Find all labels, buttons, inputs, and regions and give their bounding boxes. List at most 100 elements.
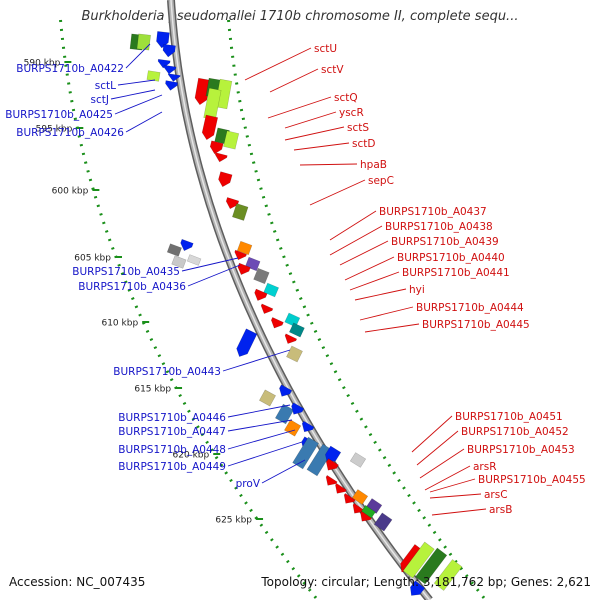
gene-label: BURPS1710b_A0426	[16, 127, 124, 139]
leader-line	[429, 493, 482, 499]
gene-arrow	[225, 197, 240, 210]
gene-feature	[163, 64, 177, 75]
gene-label: BURPS1710b_A0435	[72, 266, 180, 278]
gene-arrow	[209, 140, 224, 155]
tick-label: 625 kbp	[215, 516, 252, 526]
gene-feature	[236, 240, 253, 256]
tick-label: 590 kbp	[24, 59, 61, 69]
gene-arrow	[180, 238, 194, 252]
gene-label: hyi	[409, 284, 425, 296]
gene-label: sctL	[95, 80, 116, 92]
gene-block	[284, 312, 301, 328]
gene-feature	[289, 322, 305, 338]
gene-feature	[194, 77, 211, 106]
gene-block	[166, 243, 182, 257]
tick-label: 600 kbp	[52, 187, 89, 197]
gene-block	[171, 255, 187, 269]
leader-line	[227, 441, 303, 467]
leader-line	[261, 459, 306, 484]
leader-line	[329, 210, 377, 241]
gene-feature	[186, 254, 202, 266]
gene-arrow	[218, 171, 233, 188]
gene-feature	[306, 443, 334, 477]
gene-arrow	[165, 80, 179, 91]
gene-block	[415, 547, 448, 585]
gene-feature	[326, 458, 339, 471]
gene-label: proV	[236, 478, 261, 490]
topology-stats-text: Topology: circular; Length: 3,181,762 bp…	[261, 575, 591, 589]
leader-line	[411, 415, 453, 453]
gene-arrow	[301, 420, 315, 433]
tick-label: 605 kbp	[74, 254, 111, 264]
tick-label: 610 kbp	[101, 319, 138, 329]
gene-arrow	[157, 58, 171, 69]
gene-feature	[253, 267, 270, 285]
gene-block	[286, 345, 303, 363]
gene-feature	[402, 541, 435, 579]
gene-arrow	[326, 458, 339, 471]
gene-feature	[157, 58, 171, 69]
leader-line	[349, 271, 400, 291]
gene-feature	[234, 249, 247, 261]
gene-feature	[259, 389, 276, 407]
gene-feature	[343, 492, 356, 504]
gene-label: BURPS1710b_A0441	[402, 267, 510, 279]
gene-block	[306, 443, 334, 477]
gene-arrow	[325, 475, 338, 486]
gene-arrow	[236, 328, 258, 357]
gene-arrow	[194, 77, 211, 106]
gene-block	[349, 452, 367, 468]
leader-line	[364, 323, 420, 333]
gene-feature	[274, 403, 295, 425]
gene-block	[289, 322, 305, 338]
gene-feature	[292, 436, 319, 470]
gene-label: sctS	[347, 122, 369, 134]
gene-feature	[291, 402, 305, 415]
leader-line	[117, 79, 156, 86]
leader-line	[284, 111, 337, 129]
leader-line	[181, 257, 239, 272]
gene-label: BURPS1710b_A0443	[113, 366, 221, 378]
gene-arrow	[168, 73, 181, 82]
gene-block	[186, 254, 202, 266]
gene-label: sctD	[352, 138, 375, 150]
leader-line	[125, 111, 163, 133]
gene-label: BURPS1710b_A0448	[118, 444, 226, 456]
gene-arrow	[162, 44, 176, 58]
gene-feature	[232, 203, 249, 221]
gene-arrow	[234, 249, 247, 261]
gene-block	[373, 512, 393, 532]
gene-label: BURPS1710b_A0451	[455, 411, 563, 423]
gene-label: sepC	[368, 175, 394, 187]
gene-arrow	[335, 483, 347, 494]
gene-label: BURPS1710b_A0440	[397, 252, 505, 264]
gene-block	[232, 203, 249, 221]
leader-line	[222, 349, 291, 372]
gene-feature	[171, 255, 187, 269]
leader-line	[284, 126, 345, 141]
gene-feature	[218, 171, 233, 188]
gene-block	[433, 559, 463, 591]
leader-line	[419, 448, 465, 479]
gene-arrow	[360, 510, 372, 522]
gene-arrow	[410, 580, 426, 596]
leader-line	[227, 429, 296, 450]
leader-line	[429, 478, 476, 493]
gene-arrow	[260, 303, 274, 314]
gene-block	[351, 489, 369, 505]
gene-block	[259, 389, 276, 407]
leader-line	[227, 419, 293, 432]
leader-line	[354, 288, 407, 301]
gene-block	[274, 403, 295, 425]
gene-block	[223, 130, 240, 150]
gene-feature	[168, 73, 181, 82]
gene-label: BURPS1710b_A0444	[416, 302, 524, 314]
gene-label: BURPS1710b_A0439	[391, 236, 499, 248]
gene-block	[253, 267, 270, 285]
tick-label: 620 kbp	[173, 451, 210, 461]
gene-feature	[236, 328, 258, 357]
leader-line	[114, 94, 163, 115]
leader-line	[309, 179, 366, 206]
gene-feature	[325, 475, 338, 486]
leader-line	[424, 465, 471, 491]
